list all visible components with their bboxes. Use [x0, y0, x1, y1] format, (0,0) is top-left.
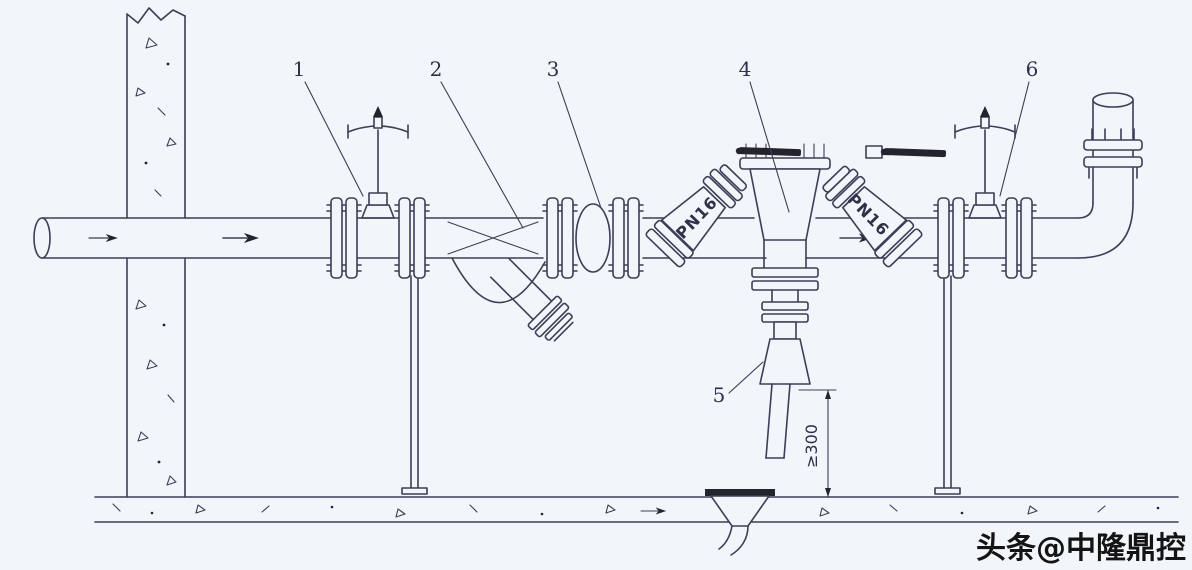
concrete-speckles	[135, 37, 177, 486]
flexible-joint	[542, 197, 644, 279]
valve-lever-left	[735, 147, 802, 157]
dimension-label: ≥300	[802, 424, 821, 468]
dimension-300: ≥300	[798, 389, 837, 498]
main-pipe	[33, 217, 1079, 259]
floor-band	[94, 496, 1179, 523]
pipe-support-right	[934, 275, 961, 495]
y-strainer	[447, 221, 574, 342]
riser-pipe-elbow	[1077, 92, 1143, 259]
pipe-break-top	[1092, 92, 1134, 108]
callout-3: 3	[547, 57, 560, 81]
callout-2: 2	[430, 57, 443, 81]
blow-off-drain	[751, 239, 819, 459]
pipe-break-left	[33, 217, 51, 259]
valve-lever-right	[880, 148, 947, 158]
concrete-column	[126, 7, 186, 498]
callout-1: 1	[293, 57, 306, 81]
callout-5: 5	[713, 383, 726, 407]
lever-mount	[865, 145, 883, 159]
callout-leaders	[304, 81, 1030, 394]
drain-funnel	[705, 489, 775, 556]
riser-flange-pair	[1083, 128, 1143, 179]
drain-cone	[759, 338, 811, 385]
pipe-support-left	[401, 275, 428, 495]
floor-speckles	[112, 503, 1160, 518]
strainer-drain-branch	[490, 258, 574, 342]
callout-numbers: 1 2 3 4 5 6	[293, 57, 1039, 407]
callout-6: 6	[1026, 57, 1039, 81]
callout-4: 4	[739, 57, 752, 81]
center-top-flange	[739, 157, 831, 170]
watermark-text: 头条@中隆鼎控	[976, 531, 1186, 566]
